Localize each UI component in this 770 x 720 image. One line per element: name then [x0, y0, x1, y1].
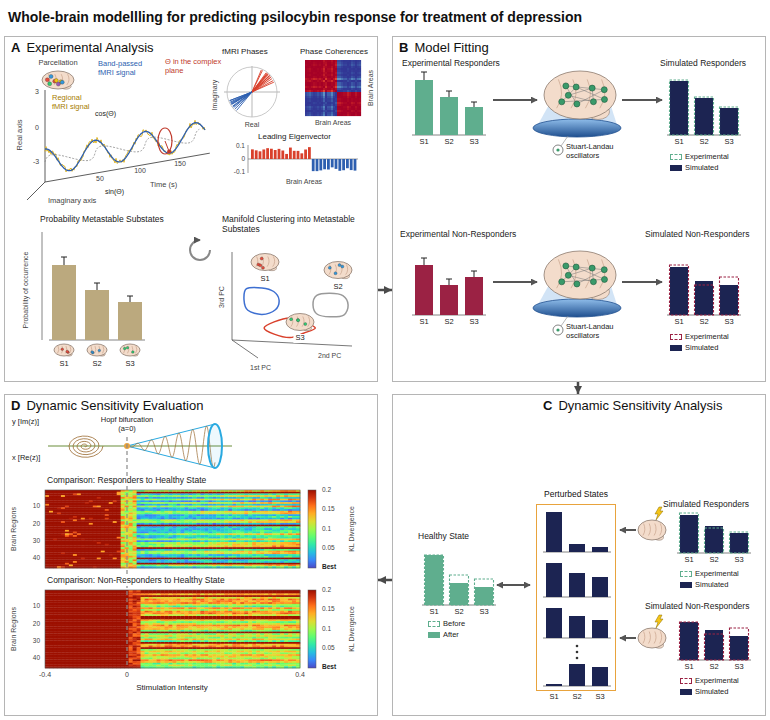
figure-canvas: Whole-brain modellling for predicting ps…	[0, 0, 770, 720]
